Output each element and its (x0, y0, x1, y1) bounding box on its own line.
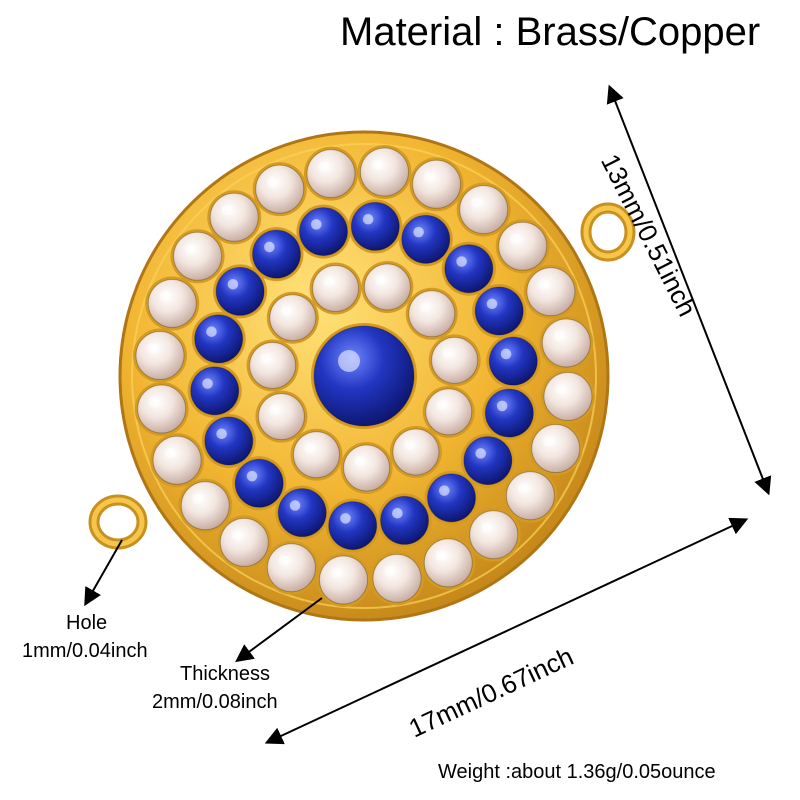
crystal-stone (252, 162, 307, 217)
sapphire-stone (232, 456, 287, 511)
hole-value: 1mm/0.04inch (22, 640, 148, 662)
crystal-stone (456, 182, 511, 237)
height-arrow (606, 84, 772, 496)
crystal-stone (361, 261, 414, 314)
crystal-stone (178, 478, 233, 533)
material-title: Material : Brass/Copper (340, 10, 761, 54)
crystal-stone (503, 468, 558, 523)
sapphire-stone (191, 311, 246, 366)
crystal-stone (539, 315, 594, 370)
sapphire-stone (325, 498, 380, 553)
crystal-stone (150, 433, 205, 488)
crystal-stone (428, 334, 481, 387)
sapphire-stone (424, 470, 479, 525)
crystal-stone (357, 145, 412, 200)
left-loop (88, 494, 148, 550)
thickness-value: 2mm/0.08inch (152, 691, 278, 713)
crystal-stone (145, 276, 200, 331)
crystal-stone (405, 287, 458, 340)
crystal-stone (266, 291, 319, 344)
sapphire-stone (187, 363, 242, 418)
crystal-stone (217, 515, 272, 570)
crystal-stone (207, 190, 262, 245)
crystal-stone (421, 535, 476, 590)
crystal-stone (409, 157, 464, 212)
crystal-stone (540, 369, 595, 424)
thickness-label: Thickness (180, 663, 271, 685)
crystal-stone (495, 219, 550, 274)
sapphire-stone (486, 334, 541, 389)
thickness-arrow (235, 597, 323, 663)
crystal-stone (134, 382, 189, 437)
stone-setting (133, 145, 595, 607)
sapphire-stone (249, 227, 304, 282)
sapphire-stone (377, 493, 432, 548)
crystal-stone (316, 552, 371, 607)
sapphire-stone (398, 212, 453, 267)
sapphire-stone (441, 241, 496, 296)
crystal-stone (340, 441, 393, 494)
crystal-stone (389, 425, 442, 478)
center-sapphire-stone (311, 323, 417, 429)
crystal-stone (246, 339, 299, 392)
hole-label: Hole (66, 612, 108, 634)
crystal-stone (370, 551, 425, 606)
crystal-stone (264, 540, 319, 595)
sapphire-stone (348, 199, 403, 254)
sapphire-stone (460, 433, 515, 488)
crystal-stone (466, 507, 521, 562)
sapphire-stone (482, 386, 537, 441)
crystal-stone (523, 264, 578, 319)
crystal-stone (303, 146, 358, 201)
crystal-stone (133, 328, 188, 383)
crystal-stone (309, 262, 362, 315)
crystal-stone (528, 421, 583, 476)
sapphire-stone (296, 204, 351, 259)
crystal-stone (290, 428, 343, 481)
sapphire-stone (472, 284, 527, 339)
sapphire-stone (213, 264, 268, 319)
crystal-stone (422, 385, 475, 438)
hole-arrow (84, 539, 123, 607)
weight-label: Weight :about 1.36g/0.05ounce (438, 761, 716, 783)
sapphire-stone (201, 413, 256, 468)
width-arrow (264, 517, 749, 745)
crystal-stone (170, 229, 225, 284)
crystal-stone (255, 390, 308, 443)
